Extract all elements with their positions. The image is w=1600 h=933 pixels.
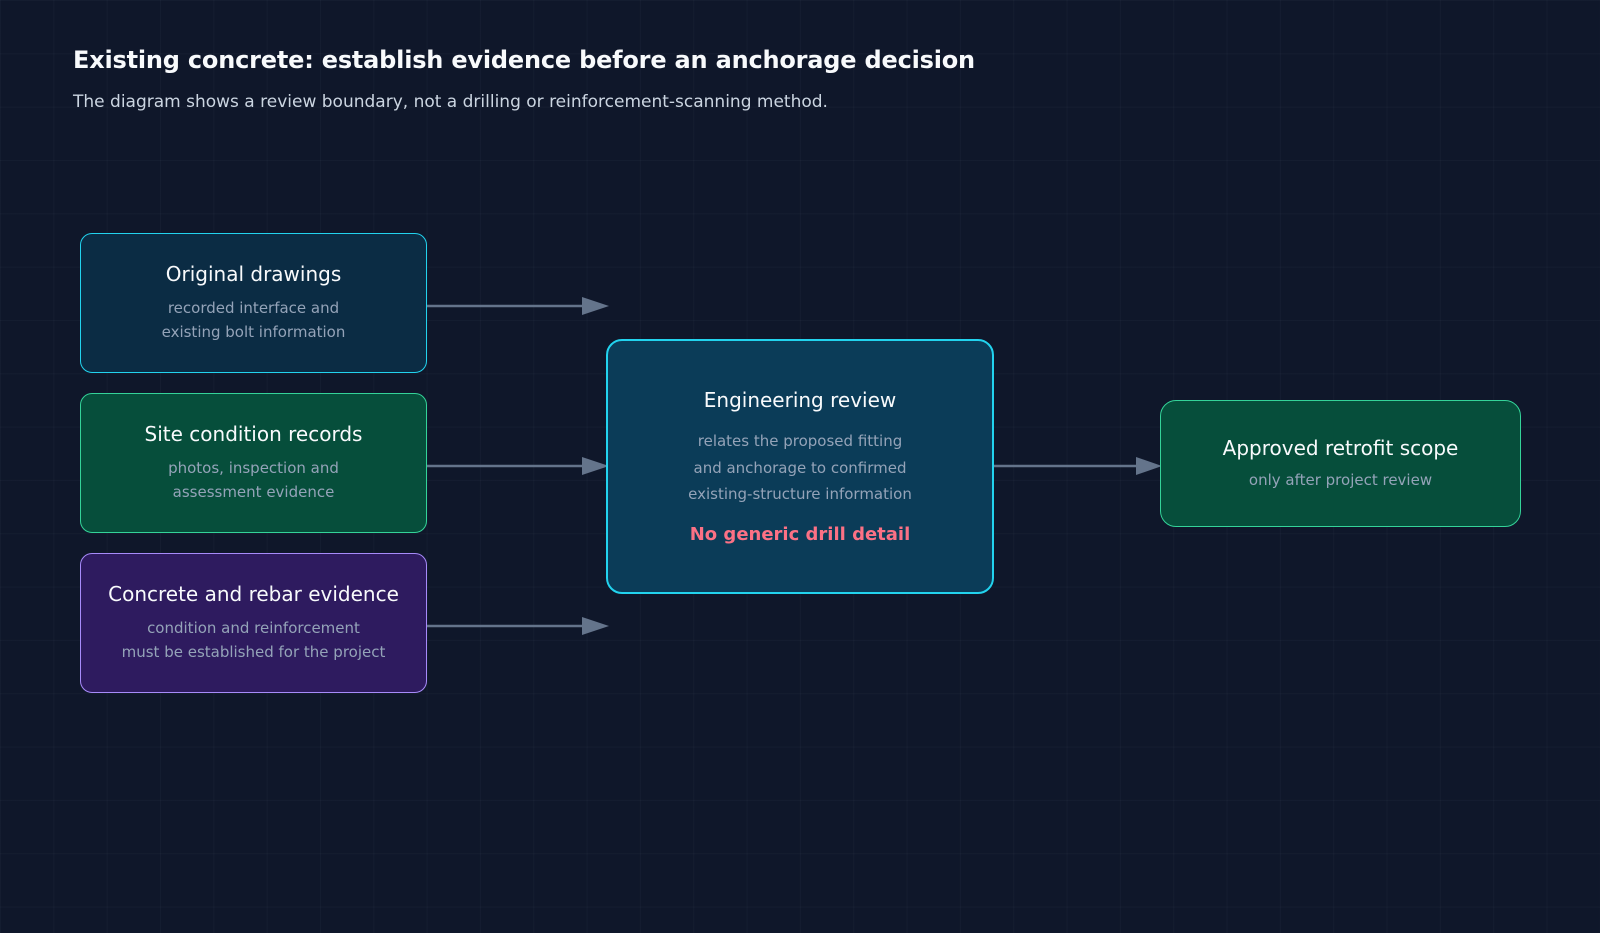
diagram-title: Existing concrete: establish evidence be… (73, 46, 975, 74)
approved-retrofit-scope-description: only after project review (1248, 470, 1433, 489)
site-condition-records-title: Site condition records (144, 422, 363, 446)
original-drawings-node: Original drawings recorded interface and… (80, 233, 427, 373)
engineering-review-description: relates the proposed fitting and anchora… (688, 428, 912, 508)
arrow-drawings-to-review-head (582, 297, 609, 315)
concrete-rebar-desc-line: must be established for the project (121, 643, 386, 661)
engineering-review-title: Engineering review (703, 388, 897, 413)
engineering-review-node: Engineering review relates the proposed … (606, 339, 994, 594)
approved-retrofit-scope-node: Approved retrofit scope only after proje… (1160, 400, 1521, 527)
arrow-review-to-approved-head (1136, 457, 1162, 475)
concrete-rebar-evidence-description: condition and reinforcement must be esta… (122, 616, 386, 664)
engineering-review-desc-line: relates the proposed fitting (697, 432, 903, 451)
concrete-rebar-desc-line: condition and reinforcement (147, 619, 360, 637)
arrow-concrete-to-review-head (582, 617, 609, 635)
original-drawings-title: Original drawings (165, 262, 342, 286)
site-condition-desc-line: photos, inspection and (168, 459, 339, 477)
engineering-review-desc-line: and anchorage to confirmed (693, 458, 907, 477)
concrete-rebar-evidence-node: Concrete and rebar evidence condition an… (80, 553, 427, 693)
arrow-site-to-review-head (582, 457, 609, 475)
no-generic-drill-warning: No generic drill detail (689, 523, 911, 545)
concrete-rebar-evidence-title: Concrete and rebar evidence (108, 582, 399, 606)
site-condition-desc-line: assessment evidence (172, 483, 335, 501)
engineering-review-desc-line: existing-structure information (688, 485, 912, 504)
diagram-subtitle: The diagram shows a review boundary, not… (73, 92, 828, 112)
original-drawings-desc-line: recorded interface and (167, 299, 340, 317)
original-drawings-desc-line: existing bolt information (161, 323, 346, 341)
site-condition-records-node: Site condition records photos, inspectio… (80, 393, 427, 533)
original-drawings-description: recorded interface and existing bolt inf… (162, 296, 346, 344)
site-condition-records-description: photos, inspection and assessment eviden… (168, 456, 339, 504)
approved-retrofit-scope-title: Approved retrofit scope (1222, 435, 1459, 460)
